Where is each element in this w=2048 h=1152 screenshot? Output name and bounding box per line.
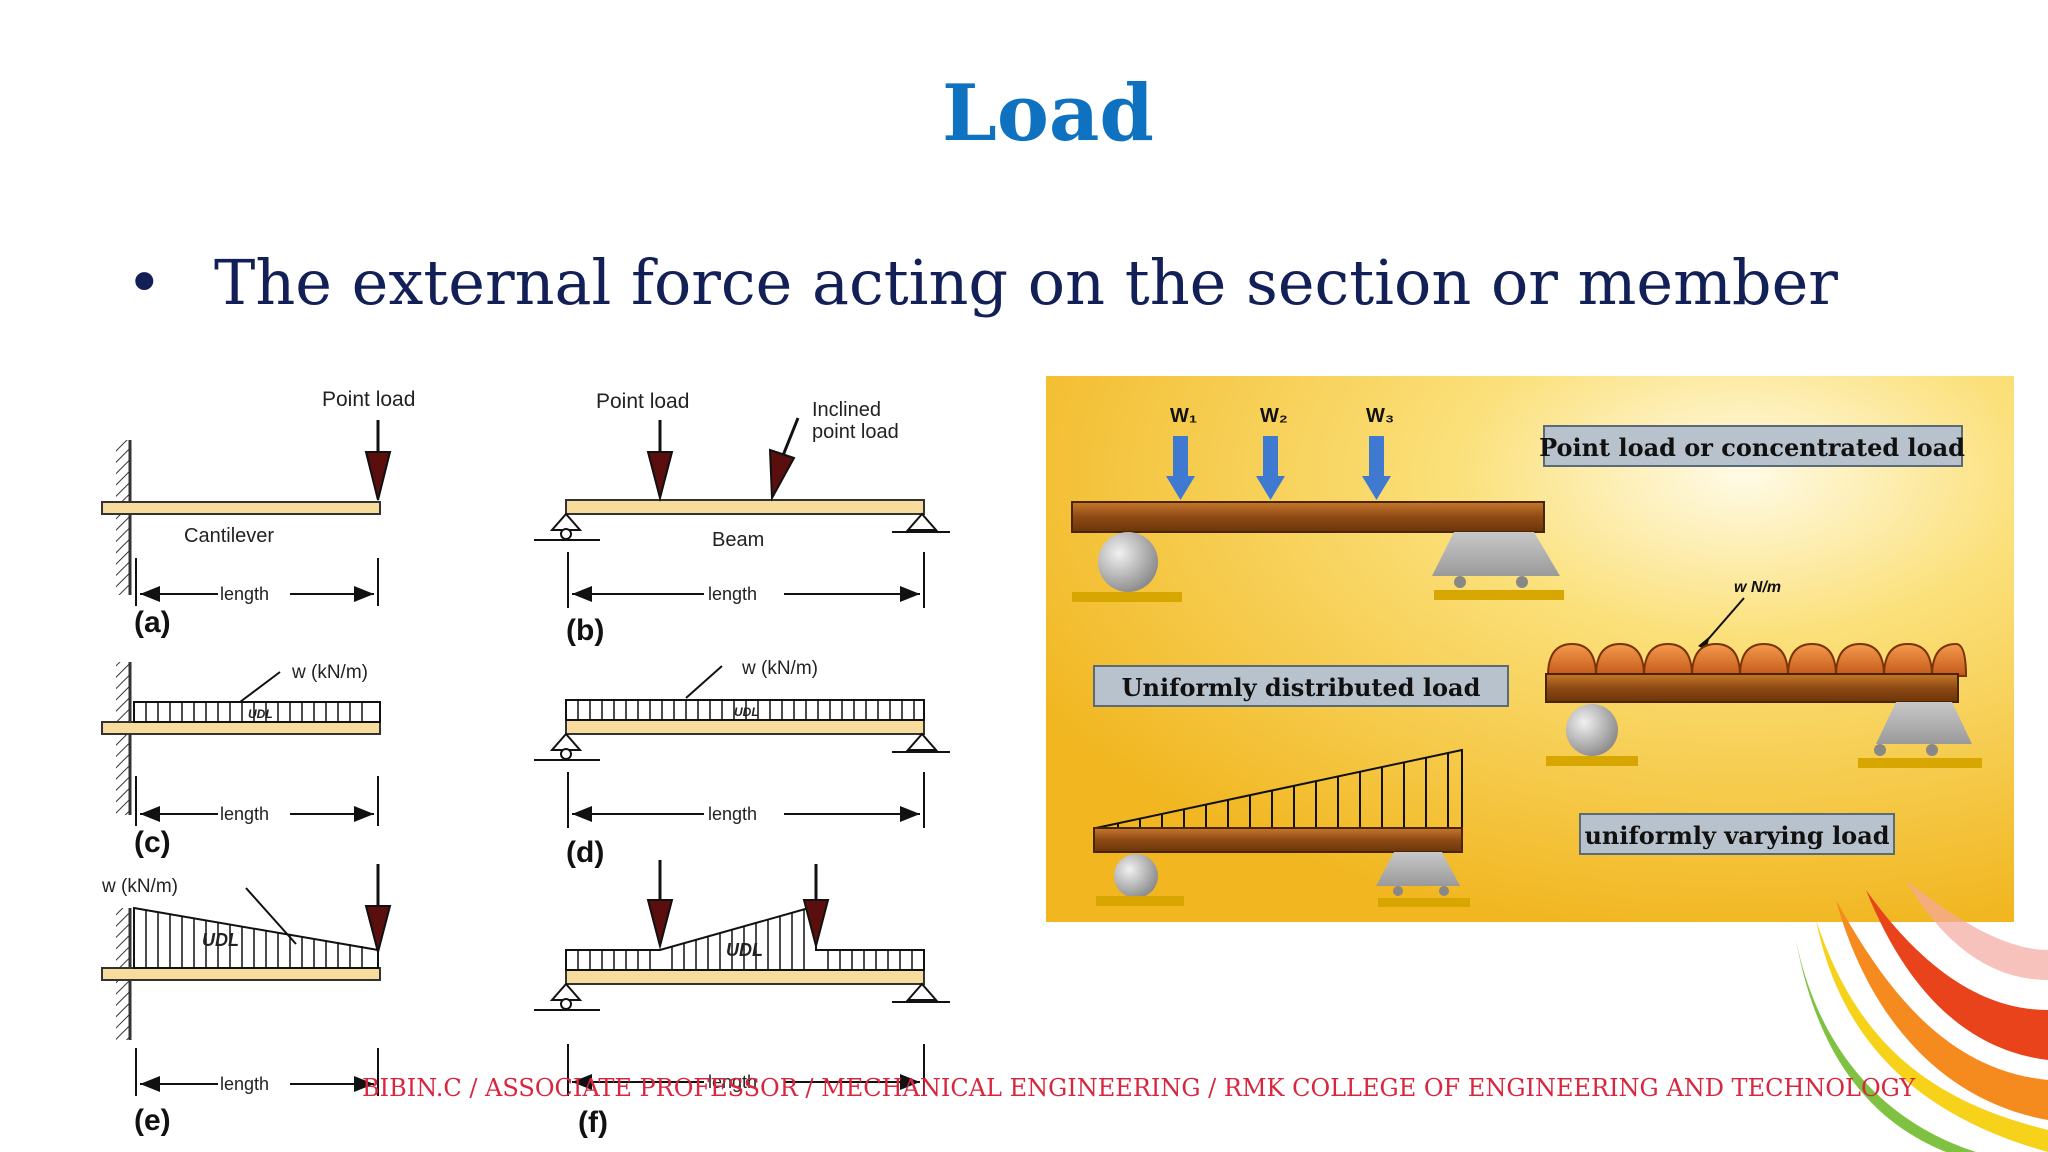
decorative-swoosh-icon — [1796, 880, 2048, 1152]
label-c: (c) — [134, 826, 171, 859]
w-label-d: w (kN/m) — [741, 658, 818, 679]
diagram-f: UDL length (f) — [534, 860, 950, 1139]
length-label-a: length — [220, 584, 269, 604]
uvl-beam — [1093, 748, 1470, 907]
diagram-a: Point load Cantilever length (a) — [101, 388, 415, 639]
label-d: (d) — [566, 836, 604, 869]
inclined-label-2: point load — [812, 421, 899, 443]
uvl-box-text: uniformly varying load — [1584, 821, 1889, 850]
length-label-c: length — [220, 804, 269, 824]
point-load-box: Point load or concentrated load — [1539, 425, 1965, 467]
label-f: (f) — [578, 1106, 608, 1139]
length-label-e: length — [220, 1074, 269, 1094]
length-label-b: length — [708, 584, 757, 604]
footer-text: BIBIN.C / ASSOCIATE PROFESSOR / MECHANIC… — [362, 1074, 1916, 1102]
point-load-label-b: Point load — [596, 390, 689, 413]
length-label-f: length — [708, 1072, 757, 1092]
diagram-c: w (kN/m) UDL length (c) — [101, 662, 381, 859]
point-load-label-a: Point load — [322, 388, 415, 411]
bullet-dot-icon: • — [126, 246, 163, 319]
label-b: (b) — [566, 614, 604, 647]
cantilever-label: Cantilever — [184, 525, 274, 547]
udl-beam: w N/m — [1545, 579, 1982, 768]
udl-label-f: UDL — [726, 940, 763, 960]
inclined-label-1: Inclined — [812, 399, 881, 421]
load-types-panel: W₁ W₂ W₃ Point load or concentrated load… — [1046, 376, 2014, 922]
udl-label-d: UDL — [734, 705, 759, 719]
diagram-b: Point load Inclined point load Beam leng… — [534, 390, 950, 647]
length-label-d: length — [708, 804, 757, 824]
w1-label: W₁ — [1170, 405, 1197, 427]
w-per-m-label: w N/m — [1734, 579, 1781, 596]
bullet-point: • The external force acting on the sectio… — [126, 246, 1838, 319]
w3-label: W₃ — [1366, 405, 1394, 427]
udl-box-text: Uniformly distributed load — [1122, 673, 1481, 702]
udl-label-c: UDL — [248, 707, 273, 721]
beam-load-diagrams: Point load Cantilever length (a) Point l… — [101, 388, 950, 1139]
slide-title: Load — [942, 68, 1154, 159]
udl-box: Uniformly distributed load — [1093, 665, 1509, 707]
label-e: (e) — [134, 1104, 171, 1137]
udl-label-e: UDL — [202, 930, 239, 950]
bullet-text: The external force acting on the section… — [214, 246, 1838, 319]
w-label-e: w (kN/m) — [101, 876, 178, 897]
point-load-box-text: Point load or concentrated load — [1539, 433, 1965, 462]
uvl-box: uniformly varying load — [1579, 813, 1895, 855]
w2-label: W₂ — [1260, 405, 1288, 427]
beam-label: Beam — [712, 529, 764, 551]
diagram-e: w (kN/m) UDL length (e) — [101, 864, 392, 1137]
label-a: (a) — [134, 606, 171, 639]
w-label-c: w (kN/m) — [291, 662, 368, 683]
diagram-d: w (kN/m) UDL length (d) — [534, 658, 950, 869]
point-load-beam: W₁ W₂ W₃ — [1071, 405, 1564, 602]
